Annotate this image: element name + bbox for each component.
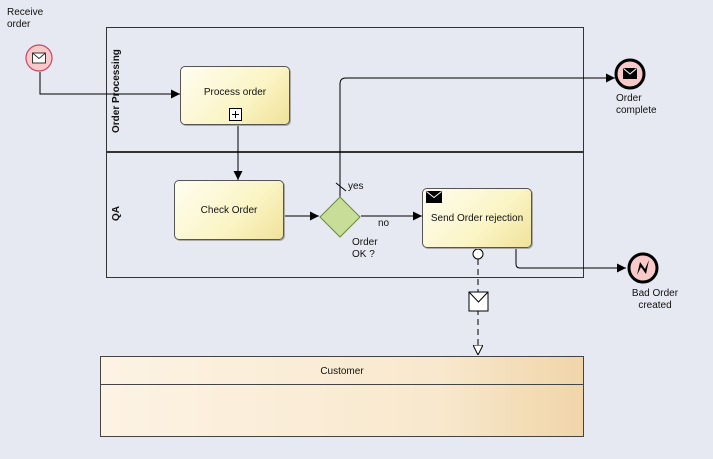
start-event-label: Receive order (7, 7, 44, 30)
task-process-order[interactable]: Process order (180, 66, 290, 125)
end-error-label: Bad Order created (631, 288, 679, 311)
task-check-order-label: Check Order (200, 204, 258, 216)
exclusive-gateway[interactable] (318, 195, 362, 239)
end-error-event[interactable] (626, 251, 660, 285)
flow-reject-to-error (515, 247, 626, 273)
lane-qa[interactable] (106, 152, 584, 278)
task-send-rejection-label: Send Order rejection (430, 212, 524, 224)
pool-customer-body[interactable] (100, 384, 584, 437)
gateway-no-label: no (378, 218, 390, 229)
task-process-order-label: Process order (203, 87, 267, 98)
pool-customer-label: Customer (320, 365, 364, 377)
task-send-rejection[interactable]: Send Order rejection (422, 188, 532, 248)
task-check-order[interactable]: Check Order (174, 180, 284, 240)
end-message-event[interactable] (613, 57, 647, 91)
pool-customer[interactable]: Customer (100, 356, 584, 385)
gateway-label: Order OK ? (352, 237, 378, 260)
subprocess-plus-icon (229, 108, 242, 121)
end-complete-label: Order complete (616, 93, 657, 116)
flow-start-to-process (39, 72, 180, 99)
flow-yes-to-complete (339, 73, 615, 197)
gateway-yes-label: yes (348, 181, 364, 192)
send-message-icon (426, 191, 442, 203)
start-message-event[interactable] (24, 43, 54, 73)
